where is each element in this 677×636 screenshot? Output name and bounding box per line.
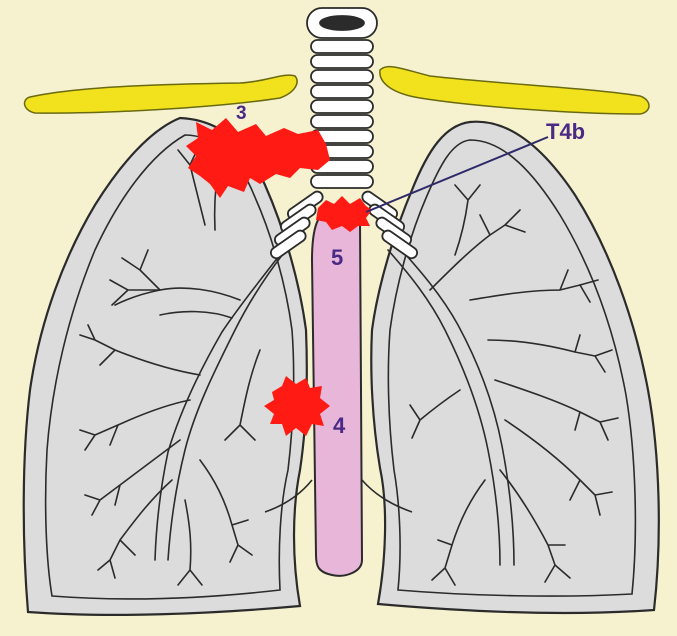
label-station-5: 5: [331, 245, 343, 270]
label-station-3: 3: [236, 103, 247, 124]
label-station-4: 4: [333, 413, 346, 438]
label-t4b: T4b: [546, 119, 585, 144]
